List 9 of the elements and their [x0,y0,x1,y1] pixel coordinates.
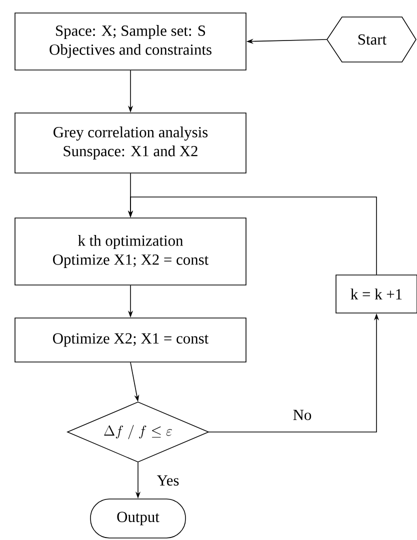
process-box: Space: X; Sample set: S Objectives and constraints [14,12,246,70]
terminal-box: Output [90,498,186,538]
process-box: k th optimization Optimize X1; X2 = const [14,218,246,286]
edge-label: Yes [156,475,179,486]
start-hexagon: Start [326,16,416,62]
process-box: Grey correlation analysis Sunspace: X1 and X2 [14,112,246,174]
process-box: Optimize X2; X1 = const [14,318,246,362]
process-box: k = k +1 [336,274,417,314]
edge-label: No [293,410,312,420]
